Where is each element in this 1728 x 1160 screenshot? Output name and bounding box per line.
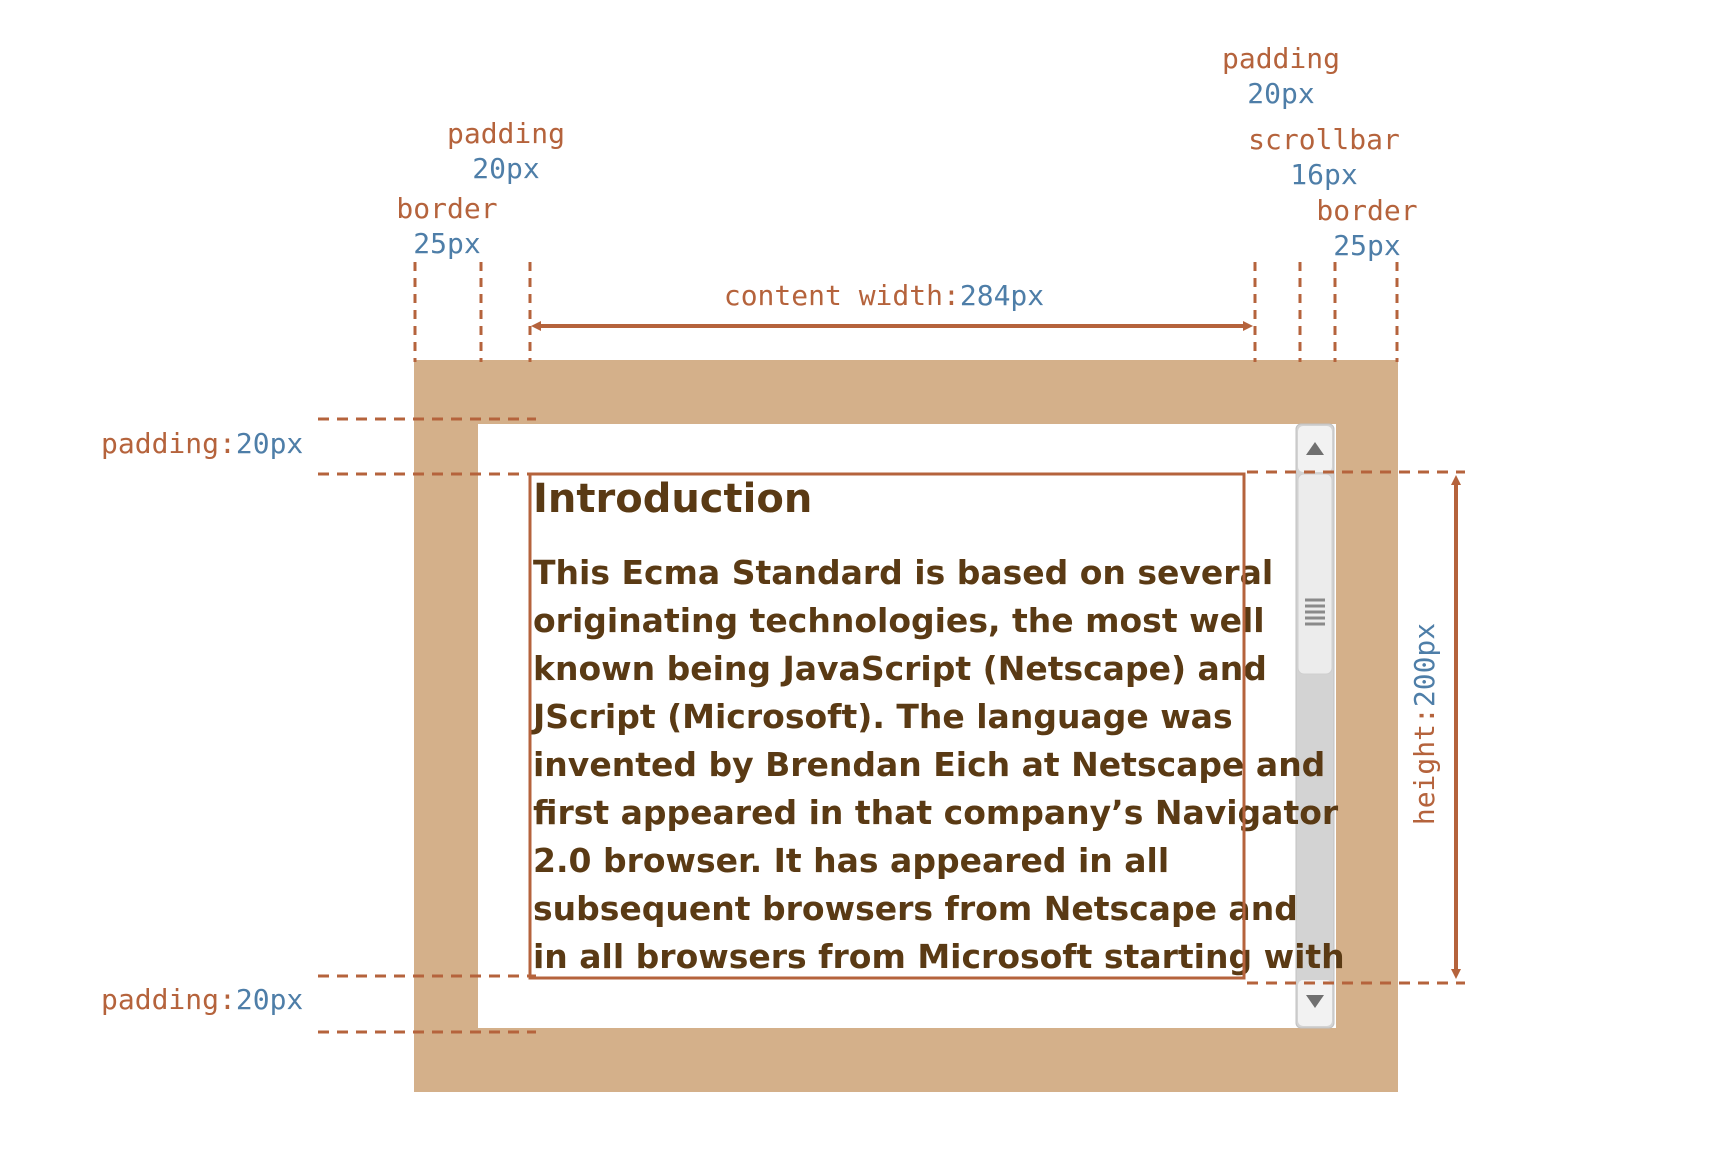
label-padding-right-name: padding [1222, 42, 1340, 75]
label-padding-top: padding:20px [101, 427, 303, 460]
content-line: in all browsers from Microsoft starting … [533, 937, 1345, 976]
label-border-left-name: border [396, 192, 497, 225]
label-height: height:200px [1408, 623, 1441, 825]
vertical-guides [413, 262, 1399, 362]
content-line: subsequent browsers from Netscape and [533, 889, 1298, 928]
scrollbar[interactable] [1295, 423, 1335, 1029]
content-heading: Introduction [533, 476, 812, 522]
label-border-left-value: 25px [413, 227, 480, 260]
label-padding-left-value: 20px [472, 152, 539, 185]
label-padding-left-name: padding [447, 117, 565, 150]
content-line: originating technologies, the most well [533, 601, 1265, 640]
content-line: first appeared in that company’s Navigat… [533, 793, 1339, 832]
content-line: invented by Brendan Eich at Netscape and [533, 745, 1325, 784]
label-content-width: content width:284px [724, 279, 1044, 312]
grip-icon [1305, 598, 1325, 626]
content-paragraph: This Ecma Standard is based on several or… [531, 553, 1345, 976]
label-scrollbar-name: scrollbar [1248, 123, 1400, 156]
content-line: known being JavaScript (Netscape) and [533, 649, 1267, 688]
scrollbar-thumb[interactable] [1297, 473, 1333, 675]
label-padding-right-value: 20px [1247, 77, 1314, 110]
element-padding-box [478, 424, 1336, 1028]
content-line: JScript (Microsoft). The language was [531, 697, 1233, 736]
label-scrollbar-value: 16px [1290, 158, 1357, 191]
content-line: 2.0 browser. It has appeared in all [533, 841, 1169, 880]
horizontal-guides [318, 417, 1465, 1034]
label-border-right-value: 25px [1333, 229, 1400, 262]
up-arrow-icon [1306, 442, 1324, 455]
content-line: This Ecma Standard is based on several [533, 553, 1273, 592]
content-box-outline [528, 472, 1246, 980]
down-arrow-icon [1306, 995, 1324, 1008]
label-padding-bottom: padding:20px [101, 983, 303, 1016]
label-border-right-name: border [1316, 194, 1417, 227]
